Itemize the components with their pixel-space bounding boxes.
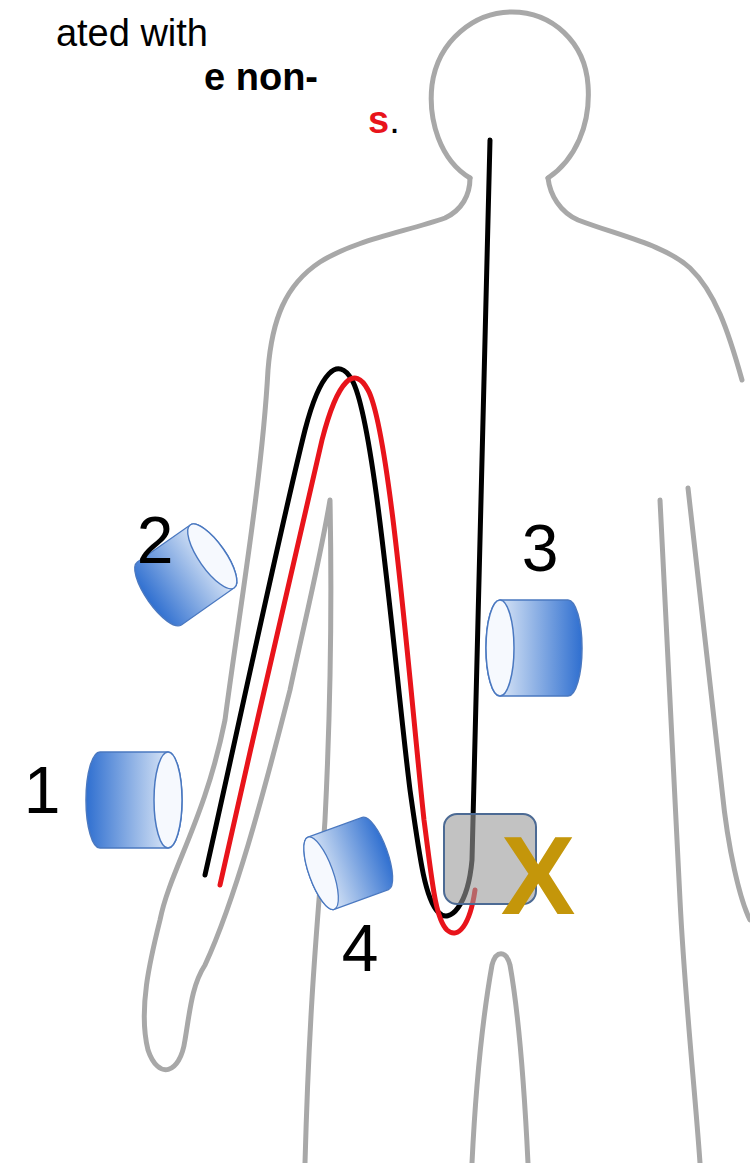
callout-number: 2: [137, 507, 174, 573]
caption-fragment: .: [389, 101, 400, 139]
callout-number: 4: [342, 915, 379, 981]
x-marker: X: [501, 820, 576, 932]
caption-fragment: s: [368, 101, 389, 139]
callout-number: 3: [522, 515, 559, 581]
callout-number: 1: [24, 757, 61, 823]
red-catheter: [220, 378, 475, 933]
transducer-1: [86, 752, 182, 848]
transducer-4: [297, 813, 400, 913]
caption-fragment: e non-: [204, 58, 318, 96]
transducer-3: [486, 600, 582, 696]
black-catheter: [205, 140, 490, 916]
caption-fragment: ated with: [56, 14, 208, 52]
